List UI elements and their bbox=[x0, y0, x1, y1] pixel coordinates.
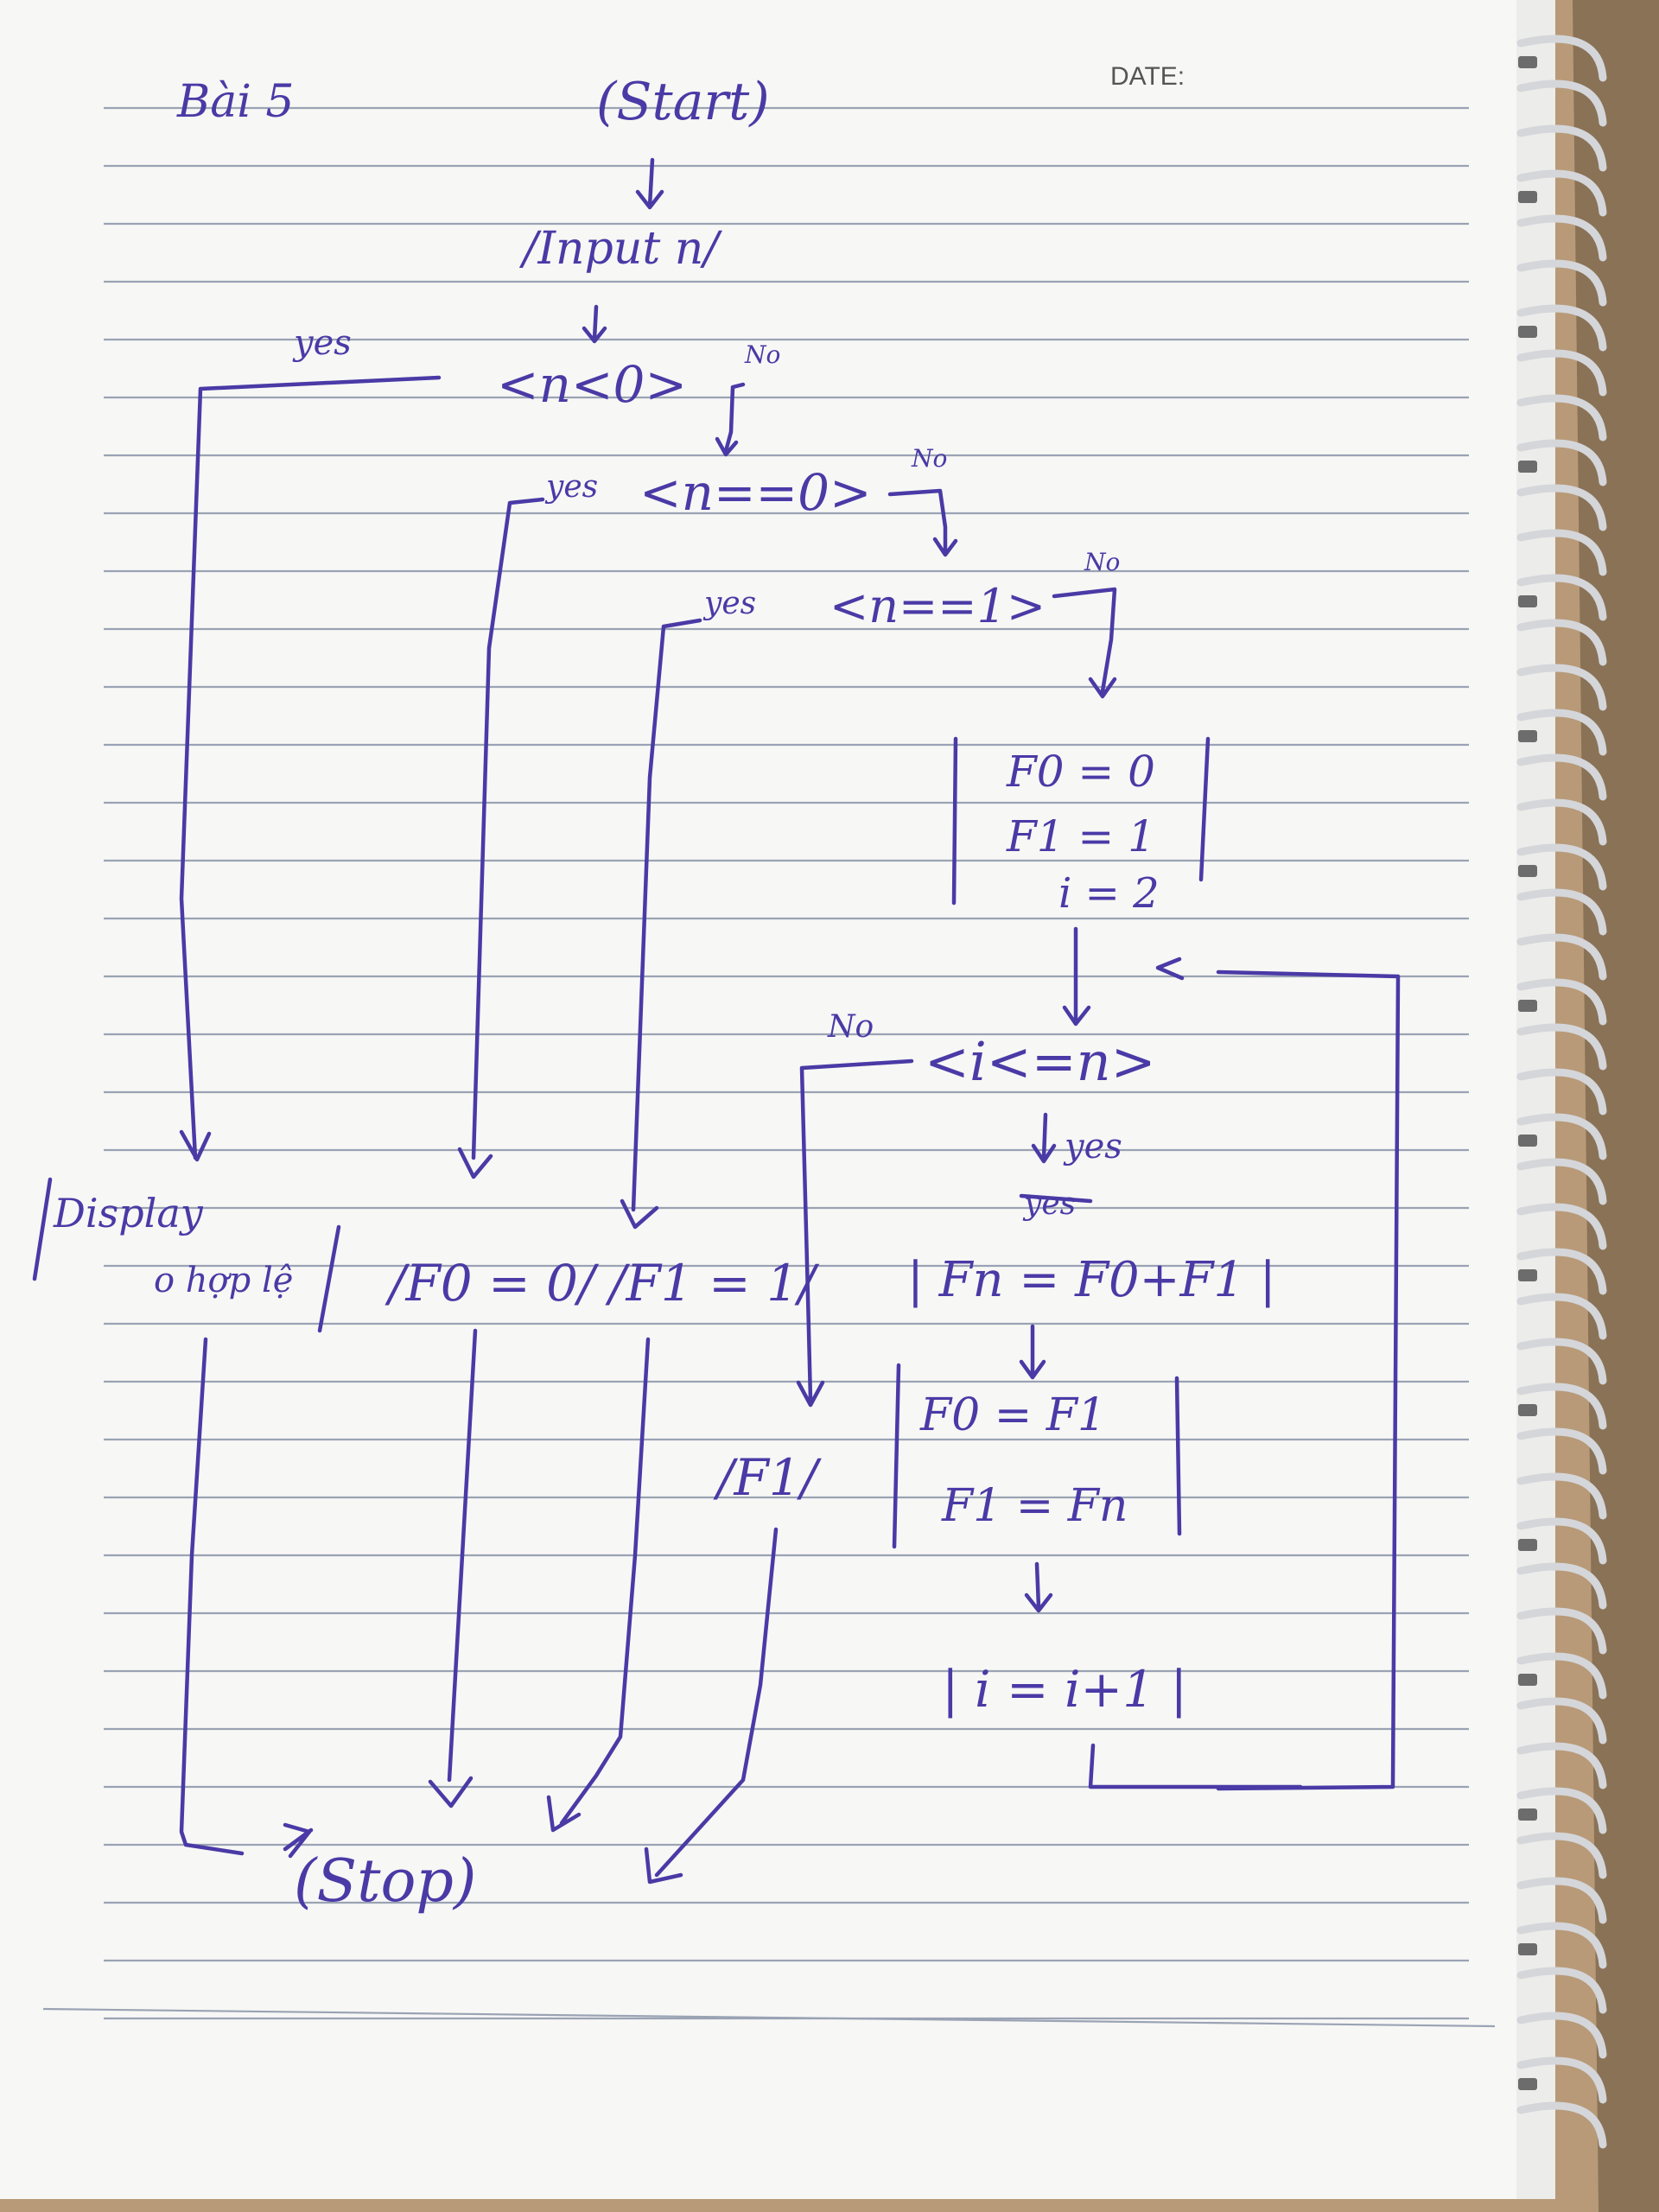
output-f1: /F1 = 1/ bbox=[605, 1254, 820, 1313]
init-line-i: i = 2 bbox=[1058, 869, 1160, 918]
arrow-f0-stop bbox=[428, 1328, 478, 1808]
start-terminal: (Start) bbox=[596, 72, 770, 132]
arrow-invalid-stop bbox=[179, 1337, 314, 1859]
arrow-no-loop bbox=[796, 1058, 914, 1408]
binding-holes bbox=[1518, 56, 1537, 2090]
notebook-page bbox=[0, 0, 1555, 2199]
output-f0: /F0 = 0/ bbox=[385, 1254, 600, 1313]
arrow-no-2 bbox=[887, 488, 958, 557]
struck-yes-note: yes bbox=[1019, 1186, 1093, 1222]
label-yes-1: yes bbox=[292, 323, 352, 363]
label-no-1: No bbox=[744, 340, 780, 369]
connector-yes-invalid bbox=[179, 375, 442, 1162]
exercise-title: Bài 5 bbox=[176, 76, 294, 128]
init-line-f1: F1 = 1 bbox=[1006, 811, 1155, 861]
label-yes-2: yes bbox=[544, 469, 598, 505]
ruled-lines bbox=[42, 106, 1496, 2028]
struck-yes-text: yes bbox=[1022, 1186, 1076, 1222]
date-label: DATE: bbox=[1110, 62, 1185, 91]
input-n: /Input n/ bbox=[518, 223, 722, 275]
decision-n-eq-1: <n==1> bbox=[830, 579, 1046, 633]
output-invalid-line1: Display bbox=[53, 1190, 204, 1236]
arrow-no-3 bbox=[1052, 587, 1117, 699]
label-no-loop: No bbox=[827, 1009, 874, 1045]
connector-yes-f1 bbox=[620, 618, 702, 1230]
init-line-f0: F0 = 0 bbox=[1006, 747, 1155, 797]
arrow-yes-loop bbox=[1031, 1112, 1057, 1164]
arrow-update-increment bbox=[1024, 1561, 1053, 1613]
arrow-result-stop bbox=[644, 1527, 779, 1885]
output-invalid: Display o hợp lệ bbox=[32, 1177, 341, 1333]
label-yes-loop: yes bbox=[1063, 1127, 1122, 1166]
update-process-box: F0 = F1 F1 = Fn bbox=[892, 1363, 1182, 1549]
compute-fn: | Fn = F0+F1 | bbox=[907, 1252, 1276, 1308]
arrow-compute-update bbox=[1019, 1324, 1046, 1380]
update-line-f0: F0 = F1 bbox=[919, 1389, 1106, 1441]
decision-n-lt-0: <n<0> bbox=[497, 355, 687, 414]
arrow-start-input bbox=[635, 157, 664, 210]
arrow-init-loop bbox=[1062, 926, 1091, 1027]
decision-n-eq-0: <n==0> bbox=[639, 463, 872, 522]
init-process-box: F0 = 0 F1 = 1 i = 2 bbox=[951, 736, 1211, 918]
update-line-f1: F1 = Fn bbox=[941, 1480, 1128, 1532]
output-result-f1: /F1/ bbox=[713, 1448, 823, 1507]
arrow-input-decision bbox=[582, 304, 607, 344]
label-yes-3: yes bbox=[702, 586, 756, 621]
arrow-f1-stop bbox=[546, 1337, 651, 1833]
spiral-binding bbox=[1516, 35, 1607, 2149]
label-no-3: No bbox=[1084, 548, 1120, 576]
stop-terminal: (Stop) bbox=[294, 1847, 476, 1916]
arrow-no-1 bbox=[715, 382, 746, 457]
connector-yes-f0 bbox=[457, 497, 545, 1179]
loop-back-connector bbox=[1088, 957, 1401, 1791]
decision-loop: <i<=n> bbox=[925, 1030, 1156, 1093]
output-invalid-line2: o hợp lệ bbox=[154, 1261, 293, 1300]
label-no-2: No bbox=[911, 444, 947, 473]
increment-i: | i = i+1 | bbox=[942, 1660, 1187, 1719]
